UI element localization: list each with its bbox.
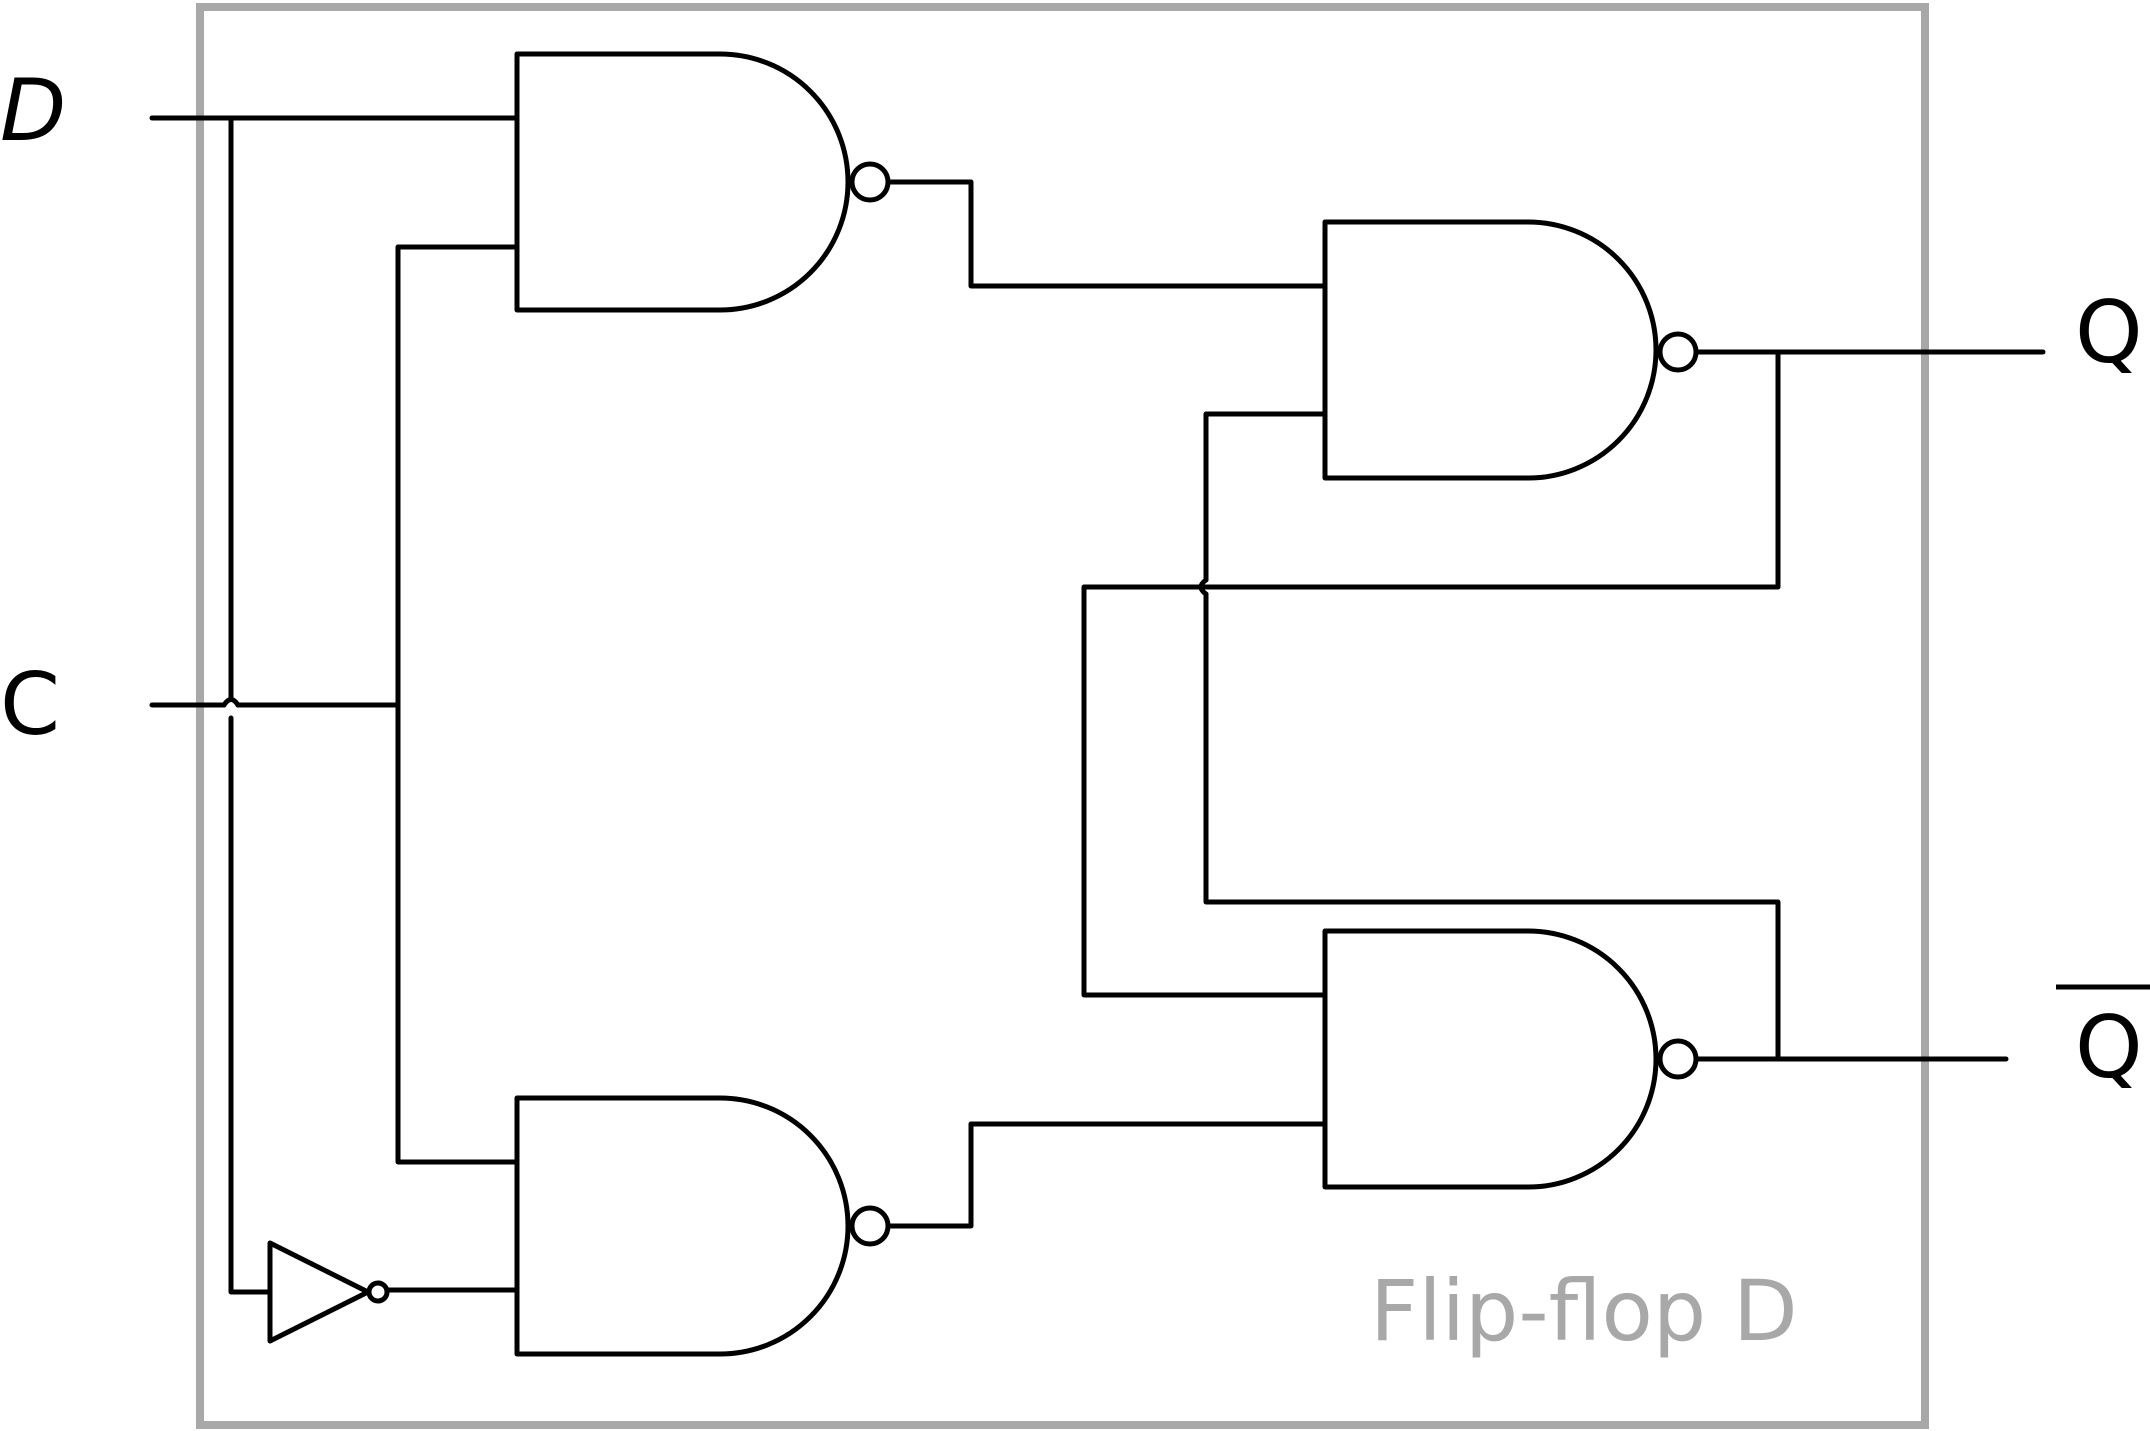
nand-gate-3: [1322, 219, 1699, 481]
output-label-q-bar: Q: [2075, 998, 2143, 1098]
nand-gate-4: [1322, 928, 1699, 1190]
wire-d-to-inverter: [228, 115, 273, 1295]
output-label-q: Q: [2075, 283, 2143, 383]
wire-crossover-c: [221, 697, 241, 708]
wire-g1-to-g3: [887, 179, 1328, 289]
wires: [149, 115, 2046, 1295]
flip-flop-title: Flip-flop D: [1370, 1262, 1798, 1360]
not-gate: [267, 1240, 390, 1344]
nand-gate-2: [514, 1095, 891, 1357]
input-label-c: C: [0, 655, 60, 755]
input-label-d: D: [0, 61, 66, 161]
wire-qbar-feedback: [1203, 411, 1781, 1062]
wire-c-bus: [395, 244, 520, 1165]
wire-crossover-feedback: [1198, 577, 1209, 597]
wire-g2-to-g4: [887, 1121, 1328, 1229]
nand-gate-1: [514, 51, 891, 313]
flip-flop-frame: [196, 3, 1929, 1429]
wire-q-feedback: [1081, 349, 1781, 998]
